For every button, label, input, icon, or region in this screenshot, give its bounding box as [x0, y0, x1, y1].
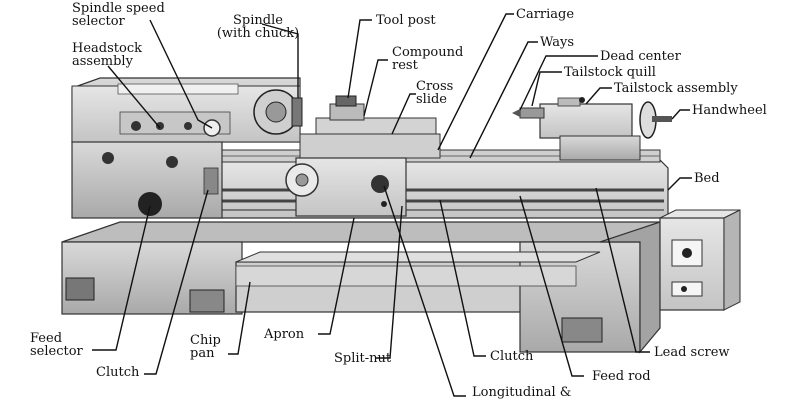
label-line: Headstock [72, 41, 142, 56]
label-handwheel: Handwheel [692, 103, 767, 118]
label-bed: Bed [694, 171, 720, 186]
label-spindle-speed-selector: Spindle speed selector [72, 2, 165, 28]
carriage-assembly [285, 95, 441, 217]
label-line: rest [392, 58, 418, 73]
label-spindle: Spindle (with chuck) [210, 14, 306, 40]
label-lead-screw: Lead screw [654, 345, 730, 360]
label-feed-rod: Feed rod [592, 369, 651, 384]
label-cross-slide: Cross slide [416, 80, 453, 106]
label-headstock-assembly: Headstock assembly [72, 42, 142, 68]
label-line: selector [30, 344, 83, 359]
label-line: Cross [416, 79, 454, 94]
label-line: assembly [72, 54, 133, 69]
label-clutch-left: Clutch [96, 365, 140, 380]
label-line: (with chuck) [216, 26, 300, 41]
label-ways: Ways [540, 35, 574, 50]
label-tool-post: Tool post [376, 13, 436, 28]
label-line: Spindle [233, 13, 283, 28]
label-clutch-right: Clutch [490, 349, 534, 364]
electrical-box [659, 209, 741, 311]
label-carriage: Carriage [516, 7, 575, 22]
label-compound-rest: Compound rest [392, 46, 463, 72]
label-longitudinal: Longitudinal & [472, 385, 572, 400]
label-chip-pan: Chip pan [190, 334, 221, 360]
label-apron: Apron [264, 327, 305, 342]
label-line: Spindle speed [72, 1, 165, 16]
label-split-nut: Split-nut [334, 351, 392, 366]
tailstock [512, 97, 672, 161]
label-line: selector [72, 14, 125, 29]
label-line: pan [190, 346, 215, 361]
label-feed-selector: Feed selector [30, 332, 83, 358]
label-line: Chip [190, 333, 221, 348]
label-line: Compound [392, 45, 464, 60]
lathe-base [61, 221, 661, 354]
label-line: slide [416, 92, 448, 107]
leader-lines [92, 13, 692, 397]
label-tailstock-assembly: Tailstock assembly [614, 81, 738, 96]
label-line: Feed [30, 331, 63, 346]
label-dead-center: Dead center [600, 49, 681, 64]
label-tailstock-quill: Tailstock quill [564, 65, 656, 80]
